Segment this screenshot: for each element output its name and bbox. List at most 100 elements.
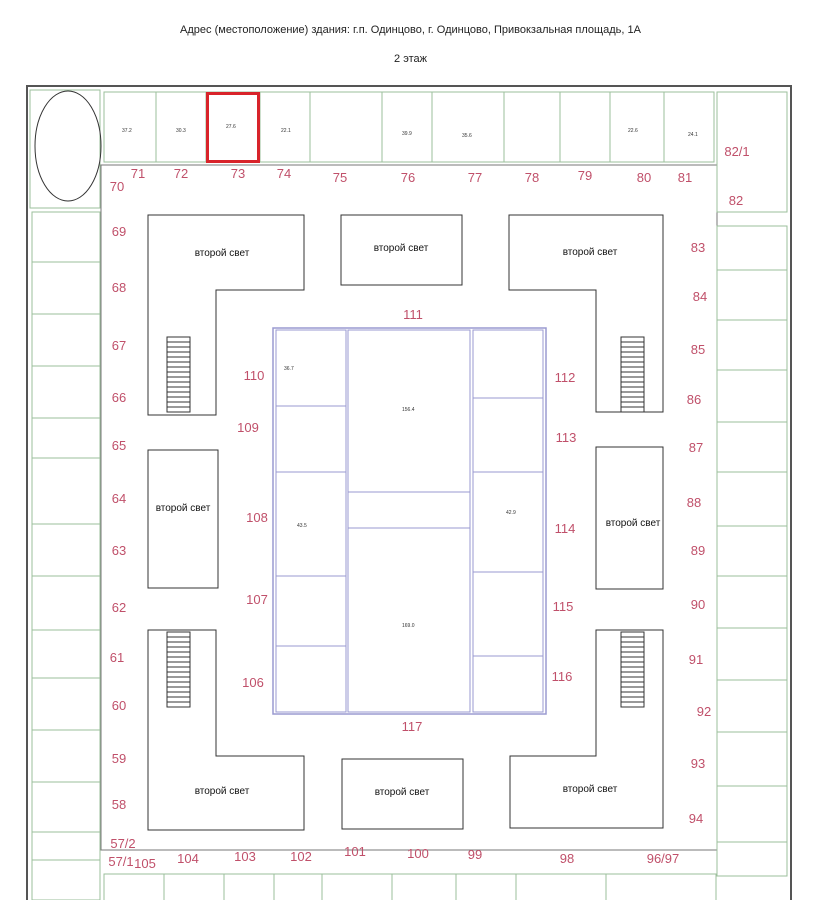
unit-98: 98 [560,851,574,866]
unit-113: 113 [556,430,577,445]
unit-100: 100 [407,846,429,861]
unit-63: 63 [112,543,126,558]
unit-94: 94 [689,811,703,826]
unit-102: 102 [290,849,312,864]
unit-74: 74 [277,166,291,181]
unit-86: 86 [687,392,701,407]
address-title: Адрес (местоположение) здания: г.п. Один… [180,24,641,36]
unit-60: 60 [112,698,126,713]
unit-108: 108 [246,510,268,525]
top-room-row [103,91,715,163]
central-block [272,327,547,715]
unit-93: 93 [691,756,705,771]
atrium-label: второй свет [195,248,250,259]
unit-numbers-inner: 111 110 109 108 107 106 112 113 114 115 … [237,307,576,734]
unit-numbers-top: 71 72 73 74 75 76 77 78 79 80 81 [131,166,692,185]
unit-numbers-right: 82/1 82 83 84 85 86 87 88 89 90 91 92 93… [647,144,750,866]
unit-90: 90 [691,597,705,612]
area-111: 156.4 [402,407,415,413]
highlighted-unit-73[interactable] [206,92,260,163]
atrium-label: второй свет [375,787,430,798]
unit-79: 79 [578,168,592,183]
area-74: 22.1 [281,128,291,134]
unit-66: 66 [112,390,126,405]
unit-77: 77 [468,170,482,185]
bottom-room-row [103,873,717,900]
floor-title: 2 этаж [394,53,427,65]
unit-72: 72 [174,166,188,181]
unit-92: 92 [697,704,711,719]
unit-96-97: 96/97 [647,851,680,866]
atrium-label: второй свет [563,784,618,795]
unit-107: 107 [246,592,268,607]
unit-110: 110 [244,368,265,383]
unit-70: 70 [110,179,124,194]
unit-58: 58 [112,797,126,812]
unit-62: 62 [112,600,126,615]
central-rooms [275,329,544,713]
area-81: 24.1 [688,132,698,138]
area-80: 22.6 [628,128,638,134]
unit-116: 116 [552,669,573,684]
unit-numbers-bottom: 105 104 103 102 101 100 99 98 [134,844,574,871]
unit-115: 115 [553,599,574,614]
unit-117: 117 [402,719,423,734]
unit-67: 67 [112,338,126,353]
unit-57-2: 57/2 [110,836,135,851]
left-room-column [31,211,101,900]
unit-numbers-left: 70 69 68 67 66 65 64 63 62 61 60 59 58 5… [108,179,135,869]
unit-104: 104 [177,851,199,866]
unit-59: 59 [112,751,126,766]
area-110: 36.7 [284,366,294,372]
unit-71: 71 [131,166,145,181]
stair-steps [167,341,644,703]
area-72: 30.3 [176,128,186,134]
unit-84: 84 [693,289,707,304]
unit-87: 87 [689,440,703,455]
unit-69: 69 [112,224,126,239]
unit-65: 65 [112,438,126,453]
unit-57-1: 57/1 [108,854,133,869]
stairs [166,336,645,708]
unit-85: 85 [691,342,705,357]
round-wall [34,90,102,202]
unit-78: 78 [525,170,539,185]
atrium-voids [147,214,664,831]
unit-73: 73 [231,166,245,181]
area-117: 169.0 [402,623,415,629]
unit-81: 81 [678,170,692,185]
unit-61: 61 [110,650,124,665]
unit-105: 105 [134,856,156,871]
unit-75: 75 [333,170,347,185]
unit-64: 64 [112,491,126,506]
unit-80: 80 [637,170,651,185]
area-73: 27.6 [226,124,236,130]
atrium-labels: второй свет второй свет второй свет втор… [156,243,661,798]
unit-106: 106 [242,675,264,690]
unit-83: 83 [691,240,705,255]
area-108: 43.5 [297,523,307,529]
area-71: 37.2 [122,128,132,134]
unit-76: 76 [401,170,415,185]
unit-114: 114 [555,521,576,536]
unit-99: 99 [468,847,482,862]
room-area-labels: 37.2 30.3 27.6 22.1 39.9 35.6 22.6 24.1 … [122,124,698,629]
unit-68: 68 [112,280,126,295]
area-76: 39.9 [402,131,412,137]
area-114: 42.9 [506,510,516,516]
corner-room-top-left [29,89,101,209]
atrium-label: второй свет [156,503,211,514]
atrium-label: второй свет [606,518,661,529]
area-77: 35.6 [462,133,472,139]
atrium-label: второй свет [374,243,429,254]
unit-89: 89 [691,543,705,558]
atrium-label: второй свет [195,786,250,797]
unit-91: 91 [689,652,703,667]
unit-101: 101 [344,844,366,859]
unit-103: 103 [234,849,256,864]
outer-wall [26,85,792,900]
corner-room-top-right [716,91,788,213]
unit-82-1: 82/1 [724,144,749,159]
unit-111: 111 [403,307,423,322]
